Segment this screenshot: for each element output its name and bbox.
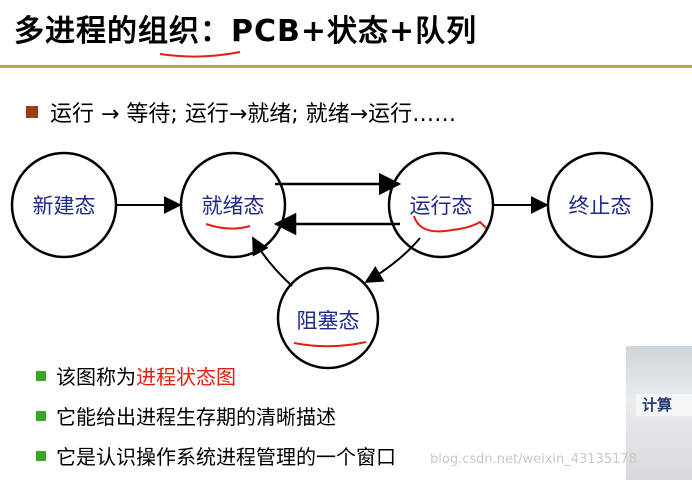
photo-sign-text: 计算 xyxy=(636,394,692,416)
sub-bullet-2-text: 它能给出进程生存期的清晰描述 xyxy=(56,405,336,429)
watermark: blog.csdn.net/weixin_43135178 xyxy=(430,452,637,467)
transition-bullet: 运行 → 等待; 运行→就绪; 就绪→运行…… xyxy=(26,96,456,128)
page-title: 多进程的组织：PCB+状态+队列 xyxy=(14,14,478,49)
ready-annotation-underline xyxy=(205,223,251,230)
state-label-running: 运行态 xyxy=(409,194,473,218)
sub-bullet-1-highlight: 进程状态图 xyxy=(136,365,236,389)
state-circle-blocked xyxy=(276,266,380,370)
bullet-square-icon xyxy=(26,106,38,118)
lecturer-video-thumbnail: 计算 xyxy=(626,346,692,480)
title-divider xyxy=(0,65,692,68)
bullet-square-icon xyxy=(36,451,46,461)
sub-bullet-3-text: 它是认识操作系统进程管理的一个窗口 xyxy=(56,445,396,469)
sub-bullet-list: 该图称为进程状态图 它能给出进程生存期的清晰描述 它是认识操作系统进程管理的一个… xyxy=(36,362,396,482)
state-label-blocked: 阻塞态 xyxy=(296,309,360,333)
state-label-terminated: 终止态 xyxy=(568,194,632,218)
sub-bullet-item: 它是认识操作系统进程管理的一个窗口 xyxy=(36,442,396,482)
bullet-square-icon xyxy=(36,411,46,421)
blocked-annotation-underline xyxy=(293,341,367,348)
transition-text: 运行 → 等待; 运行→就绪; 就绪→运行…… xyxy=(50,102,457,127)
bullet-square-icon xyxy=(36,371,46,381)
sub-bullet-1-prefix: 该图称为 xyxy=(56,365,136,389)
sub-bullet-item: 该图称为进程状态图 xyxy=(36,362,396,402)
title-annotation-underline xyxy=(159,51,241,58)
arrow-blocked-to-ready xyxy=(252,236,293,287)
arrow-running-to-blocked xyxy=(364,237,421,283)
state-label-ready: 就绪态 xyxy=(201,194,265,218)
state-label-new: 新建态 xyxy=(32,194,96,218)
sub-bullet-item: 它能给出进程生存期的清晰描述 xyxy=(36,402,396,442)
running-annotation-underline xyxy=(413,215,487,233)
